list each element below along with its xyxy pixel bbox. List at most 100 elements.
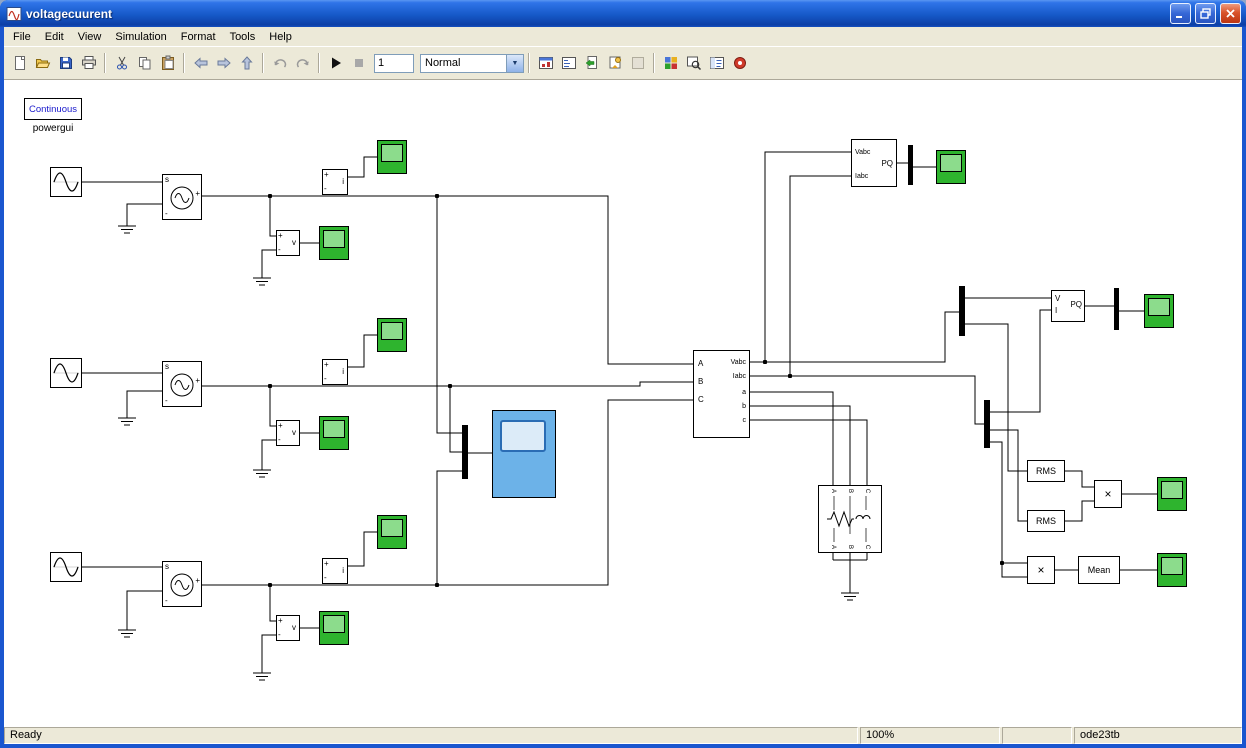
sine-wave-source-3[interactable]: [50, 552, 82, 582]
go-forward-button[interactable]: [212, 52, 235, 74]
powergui-box[interactable]: Continuous: [24, 98, 82, 120]
undo-button[interactable]: [268, 52, 291, 74]
menu-format[interactable]: Format: [180, 30, 216, 43]
port-label-plus: +: [195, 189, 200, 198]
mean-scope[interactable]: [1157, 553, 1187, 587]
ac-voltage-source-2[interactable]: s + -: [162, 361, 202, 407]
voltage-scope-2[interactable]: [319, 416, 349, 450]
mean-block[interactable]: Mean: [1078, 556, 1120, 584]
product-block-1[interactable]: ×: [1094, 480, 1122, 508]
menu-tools[interactable]: Tools: [229, 30, 256, 43]
ac-voltage-source-1[interactable]: s + -: [162, 174, 202, 220]
simulation-stop-time-input[interactable]: [374, 53, 414, 73]
pq-scope-1[interactable]: [936, 150, 966, 184]
pq-measurement-block[interactable]: V I PQ: [1051, 290, 1085, 322]
menu-view[interactable]: View: [77, 30, 102, 43]
save-model-button[interactable]: [54, 52, 77, 74]
powergui-name-label: powergui: [32, 123, 74, 134]
menu-edit[interactable]: Edit: [44, 30, 64, 43]
three-phase-vi-measurement[interactable]: A B C Vabc Iabc a b c: [693, 350, 750, 438]
port-label-plus: +: [195, 576, 200, 585]
sine-wave-icon: [53, 557, 79, 577]
three-phase-load[interactable]: A B C A B C: [818, 485, 882, 553]
stop-simulation-button[interactable]: [347, 52, 370, 74]
paste-button[interactable]: [156, 52, 179, 74]
update-diagram-icon: [538, 57, 553, 69]
ground-symbols: [118, 225, 859, 681]
print-button[interactable]: [77, 52, 100, 74]
voltage-scope-3[interactable]: [319, 611, 349, 645]
demux-pq-1[interactable]: [908, 145, 913, 185]
menu-help[interactable]: Help: [269, 30, 292, 43]
port-label-i: i: [342, 367, 344, 376]
open-model-button[interactable]: [31, 52, 54, 74]
cut-button[interactable]: [110, 52, 133, 74]
titlebar[interactable]: voltagecuurent: [0, 0, 1246, 27]
demux-pq-2[interactable]: [1114, 288, 1119, 330]
port-label-b: b: [742, 403, 746, 410]
port-label-PQ: PQ: [1070, 300, 1082, 309]
voltage-measurement-3[interactable]: + - v: [276, 615, 300, 641]
voltage-measurement-2[interactable]: + - v: [276, 420, 300, 446]
rms-label: RMS: [1036, 466, 1056, 476]
paste-icon: [161, 55, 174, 70]
current-measurement-2[interactable]: + - i: [322, 359, 348, 385]
start-simulation-button[interactable]: [324, 52, 347, 74]
port-label-v: v: [292, 238, 296, 247]
sine-wave-source-2[interactable]: [50, 358, 82, 388]
port-label-v: v: [292, 428, 296, 437]
port-label-plus: +: [195, 376, 200, 385]
minimize-button[interactable]: [1170, 3, 1191, 24]
product-scope[interactable]: [1157, 477, 1187, 511]
three-phase-power-block[interactable]: Vabc Iabc PQ: [851, 139, 897, 187]
port-label-A: A: [698, 359, 704, 368]
product-block-2[interactable]: ×: [1027, 556, 1055, 584]
combo-dropdown-arrow-icon[interactable]: ▼: [506, 54, 523, 72]
ac-voltage-source-3[interactable]: s + -: [162, 561, 202, 607]
port-label-s: s: [165, 175, 169, 184]
restore-button[interactable]: [1195, 3, 1216, 24]
go-to-parent-button[interactable]: [235, 52, 258, 74]
disabled-tool-button[interactable]: [626, 52, 649, 74]
current-scope-3[interactable]: [377, 515, 407, 549]
current-scope-1[interactable]: [377, 140, 407, 174]
update-diagram-button[interactable]: [534, 52, 557, 74]
port-label-minus: -: [165, 396, 168, 405]
find-button[interactable]: [682, 52, 705, 74]
sine-wave-source-1[interactable]: [50, 167, 82, 197]
demux-vabc[interactable]: [959, 286, 965, 336]
debugger-button[interactable]: [728, 52, 751, 74]
print-icon: [81, 56, 96, 69]
current-scope-2[interactable]: [377, 318, 407, 352]
redo-button[interactable]: [291, 52, 314, 74]
go-back-button[interactable]: [189, 52, 212, 74]
rms-block-2[interactable]: RMS: [1027, 510, 1065, 532]
library-browser-button[interactable]: [659, 52, 682, 74]
ac-source-icon: [170, 373, 194, 397]
model-browser-button[interactable]: [557, 52, 580, 74]
powergui-block[interactable]: Continuous powergui: [24, 98, 86, 134]
voltage-measurement-1[interactable]: + - v: [276, 230, 300, 256]
simulation-mode-select[interactable]: Normal ▼: [420, 53, 524, 73]
voltage-scope-1[interactable]: [319, 226, 349, 260]
model-explorer-button[interactable]: [705, 52, 728, 74]
new-model-button[interactable]: [8, 52, 31, 74]
status-empty-cell: [1002, 727, 1072, 744]
menu-simulation[interactable]: Simulation: [115, 30, 167, 43]
main-scope[interactable]: [492, 410, 556, 498]
minimize-icon: [1176, 16, 1182, 18]
rms-block-1[interactable]: RMS: [1027, 460, 1065, 482]
mux[interactable]: [462, 425, 468, 479]
menu-file[interactable]: File: [13, 30, 31, 43]
current-measurement-3[interactable]: + - i: [322, 558, 348, 584]
generate-report-button[interactable]: [580, 52, 603, 74]
debugger-icon: [733, 57, 746, 69]
port-label-plus: +: [324, 360, 329, 369]
close-button[interactable]: [1220, 3, 1241, 24]
copy-icon: [138, 57, 150, 70]
pq-scope-2[interactable]: [1144, 294, 1174, 328]
demux-iabc[interactable]: [984, 400, 990, 448]
current-measurement-1[interactable]: + - i: [322, 169, 348, 195]
copy-button[interactable]: [133, 52, 156, 74]
build-button[interactable]: [603, 52, 626, 74]
